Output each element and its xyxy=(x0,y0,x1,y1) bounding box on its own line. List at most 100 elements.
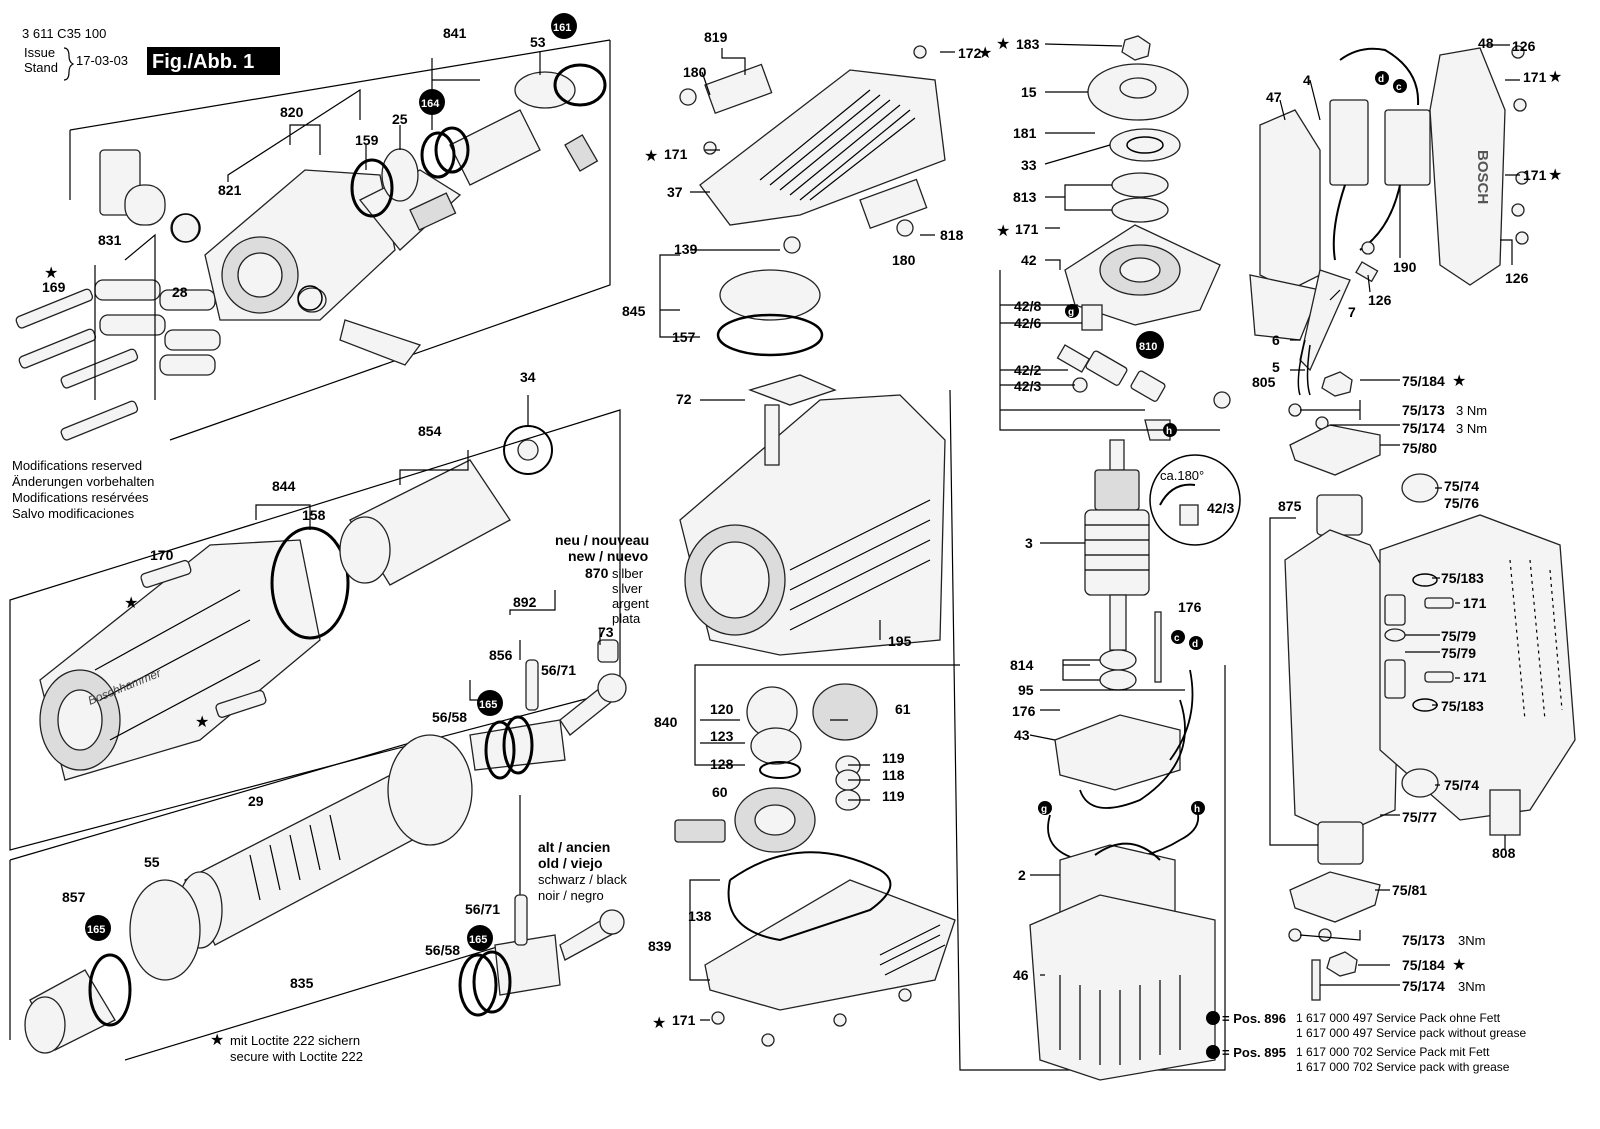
label-6: 6 xyxy=(1272,332,1280,348)
label-805: 805 xyxy=(1252,374,1276,390)
screw-171f xyxy=(1424,597,1454,609)
label-854: 854 xyxy=(418,423,442,439)
label-5671a: 56/71 xyxy=(541,662,576,678)
spring-7579b xyxy=(1384,659,1406,699)
label-118: 118 xyxy=(882,767,905,783)
service-pack-896-dot xyxy=(1206,1011,1220,1025)
svg-text:mit Loctite 222 sichern: mit Loctite 222 sichern xyxy=(230,1033,360,1048)
label-844: 844 xyxy=(272,478,296,494)
label-841: 841 xyxy=(443,25,467,41)
label-15: 15 xyxy=(1021,84,1037,100)
star-172: ★ xyxy=(978,43,992,62)
svg-text:Salvo modificaciones: Salvo modificaciones xyxy=(12,506,135,521)
rotation-note: ca.180° xyxy=(1160,468,1204,483)
label-839: 839 xyxy=(648,938,672,954)
label-820: 820 xyxy=(280,104,304,120)
label-169: 169 xyxy=(42,279,66,295)
label-870: 870 xyxy=(585,565,609,581)
callout-165c: 165 xyxy=(469,934,487,946)
label-53: 53 xyxy=(530,34,546,50)
callout-badges: 161 164 165 165 165 810 g h d c g h c d xyxy=(85,13,1407,951)
service-pack-895-pos: = Pos. 895 xyxy=(1222,1045,1286,1060)
plate-808 xyxy=(1489,789,1521,836)
label-195: 195 xyxy=(888,633,912,649)
svg-text:argent: argent xyxy=(612,596,649,611)
group-crankcase xyxy=(659,45,1226,1071)
label-28: 28 xyxy=(172,284,188,300)
star-170b: ★ xyxy=(195,712,209,731)
label-835: 835 xyxy=(290,975,314,991)
callout-161: 161 xyxy=(553,22,571,34)
piston-856 xyxy=(469,719,566,771)
label-7577: 75/77 xyxy=(1402,809,1437,825)
loctite-note: mit Loctite 222 sichern secure with Loct… xyxy=(230,1033,363,1064)
group-cylinder-housing: Boschhammer xyxy=(9,395,621,851)
callout-h1: h xyxy=(1166,426,1172,437)
label-423b: 42/3 xyxy=(1207,500,1234,516)
svg-text:secure with Loctite 222: secure with Loctite 222 xyxy=(230,1049,363,1064)
label-171e: 171 xyxy=(1523,167,1547,183)
label-72: 72 xyxy=(676,391,692,407)
label-34: 34 xyxy=(520,369,536,385)
svg-text:noir / negro: noir / negro xyxy=(538,888,604,903)
bearing-123 xyxy=(750,727,802,765)
label-426: 42/6 xyxy=(1014,315,1041,331)
label-4: 4 xyxy=(1303,72,1311,88)
plate-818 xyxy=(859,178,928,230)
cap-845 xyxy=(719,269,821,321)
label-172: 172 xyxy=(958,45,982,61)
label-42: 42 xyxy=(1021,252,1037,268)
torque-75174a: 3 Nm xyxy=(1456,421,1487,436)
callout-c2: c xyxy=(1174,633,1180,644)
panel-outline-top xyxy=(69,39,611,441)
label-138: 138 xyxy=(688,908,712,924)
issue-label: Issue xyxy=(24,45,55,60)
group-rear-housing xyxy=(15,39,611,441)
svg-text:schwarz / black: schwarz / black xyxy=(538,872,627,887)
spring-7579a xyxy=(1384,594,1406,626)
svg-text:silver: silver xyxy=(612,581,643,596)
label-29: 29 xyxy=(248,793,264,809)
svg-text:Modifications reserved: Modifications reserved xyxy=(12,458,142,473)
gear-cover-839 xyxy=(704,879,956,1011)
label-120: 120 xyxy=(710,701,734,717)
label-43: 43 xyxy=(1014,727,1030,743)
label-7579b: 75/79 xyxy=(1441,645,1476,661)
label-73: 73 xyxy=(598,624,614,640)
callout-g1: g xyxy=(1068,307,1074,318)
sleeve-55 xyxy=(129,879,201,981)
star-legend: ★ xyxy=(210,1030,224,1049)
pin-5671b xyxy=(514,894,528,946)
plate-819 xyxy=(704,63,773,115)
gear-61 xyxy=(812,683,878,741)
label-7574a: 75/74 xyxy=(1444,478,1479,494)
label-37: 37 xyxy=(667,184,683,200)
part-labels: 841 53 820 159 25 821 831 169 28 34 854 … xyxy=(42,25,1547,1028)
label-7581: 75/81 xyxy=(1392,882,1427,898)
label-875: 875 xyxy=(1278,498,1302,514)
rotation-inset xyxy=(1149,454,1241,546)
label-181: 181 xyxy=(1013,125,1037,141)
label-33: 33 xyxy=(1021,157,1037,173)
label-158: 158 xyxy=(302,507,326,523)
torque-75173b: 3Nm xyxy=(1458,933,1485,948)
screw-171g xyxy=(1424,671,1454,683)
spring-set xyxy=(94,149,221,376)
label-75183a: 75/183 xyxy=(1441,570,1484,586)
label-423a: 42/3 xyxy=(1014,378,1041,394)
brush-422 xyxy=(1056,344,1091,373)
key-block xyxy=(674,819,726,843)
svg-text:old / viejo: old / viejo xyxy=(538,855,603,871)
label-170: 170 xyxy=(150,547,174,563)
label-171b: 171 xyxy=(672,1012,696,1028)
service-pack-legend: = Pos. 896 1 617 000 497 Service Pack oh… xyxy=(1206,1011,1526,1074)
piston-old xyxy=(494,934,561,996)
label-813: 813 xyxy=(1013,189,1037,205)
torque-75174b: 3Nm xyxy=(1458,979,1485,994)
label-75173a: 75/173 xyxy=(1402,402,1445,418)
label-46: 46 xyxy=(1013,967,1029,983)
callout-g2: g xyxy=(1041,804,1047,815)
label-61: 61 xyxy=(895,701,911,717)
label-821: 821 xyxy=(218,182,242,198)
label-7579a: 75/79 xyxy=(1441,628,1476,644)
